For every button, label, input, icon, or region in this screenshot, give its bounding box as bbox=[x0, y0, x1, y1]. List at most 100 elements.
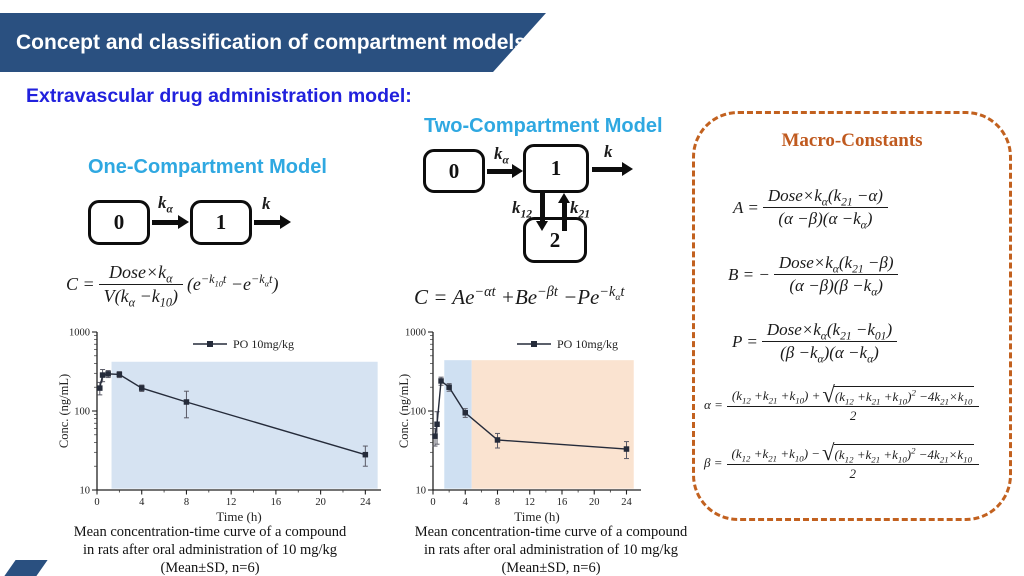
ka-label: kα bbox=[494, 144, 509, 167]
k12-arrow bbox=[540, 193, 545, 221]
denominator: (α −β)(β −kα) bbox=[773, 274, 899, 298]
compartment-box-0: 0 bbox=[88, 200, 150, 245]
subtitle: Extravascular drug administration model: bbox=[26, 85, 412, 107]
one-compartment-diagram: 0 kα 1 k bbox=[86, 193, 326, 254]
x-tick-label: 24 bbox=[360, 497, 371, 508]
numerator: Dose×kα(k21 −β) bbox=[778, 253, 894, 276]
compartment-box-2: 2 bbox=[523, 217, 587, 263]
data-point bbox=[462, 410, 468, 416]
legend-marker bbox=[207, 341, 213, 347]
data-point bbox=[183, 399, 190, 405]
equation-lhs: A = bbox=[733, 197, 759, 217]
x-tick-label: 4 bbox=[139, 497, 145, 508]
slide-title: Concept and classification of compartmen… bbox=[16, 31, 526, 54]
numerator: Dose×kα(k21 −k01) bbox=[766, 320, 893, 343]
square-root: √ (k12 +k21 +k10)2 −4k21×k10 bbox=[822, 382, 975, 407]
data-point bbox=[116, 371, 123, 378]
equation-lhs: β = bbox=[704, 455, 723, 470]
shaded-region bbox=[111, 361, 378, 489]
numerator: (k12 +k21 +k10) − √ (k12 +k21 +k10)2 −4k… bbox=[731, 440, 974, 465]
radical-sign: √ bbox=[822, 382, 835, 407]
equation-tail: (e−k10t −e−kαt) bbox=[186, 272, 279, 294]
y-tick-label: 10 bbox=[80, 486, 91, 497]
x-tick-label: 20 bbox=[589, 497, 600, 508]
shaded-region bbox=[444, 360, 472, 489]
denominator: 2 bbox=[726, 464, 979, 482]
data-point bbox=[362, 451, 369, 458]
caption-line: Mean concentration-time curve of a compo… bbox=[73, 524, 347, 540]
k-label: k bbox=[604, 142, 613, 161]
square-root: √ (k12 +k21 +k10)2 −4k21×k10 bbox=[822, 440, 974, 465]
absorption-arrow bbox=[152, 220, 178, 225]
legend-label: PO 10mg/kg bbox=[233, 337, 294, 351]
y-tick-label: 100 bbox=[74, 407, 90, 418]
equation-lhs: α = bbox=[704, 397, 723, 412]
caption-line: in rats after oral administration of 10 … bbox=[423, 541, 679, 558]
x-tick-label: 12 bbox=[226, 497, 237, 508]
equation-text: C = Ae−αt +Be−βt −Pe−kαt bbox=[414, 284, 625, 309]
radicand: (k12 +k21 +k10)2 −4k21×k10 bbox=[833, 444, 974, 465]
y-axis-title: Conc. (ng/mL) bbox=[57, 374, 71, 448]
data-point bbox=[432, 433, 438, 439]
k-label: k bbox=[262, 194, 271, 213]
one-compartment-equation: C = Dose×kα V(kα −k10) (e−k10t −e−kαt) bbox=[66, 262, 279, 309]
y-tick-label: 1000 bbox=[405, 328, 426, 339]
x-tick-label: 16 bbox=[271, 497, 282, 508]
macro-constants-panel: Macro-Constants A = Dose×kα(k21 −α) (α −… bbox=[692, 111, 1012, 521]
y-tick-label: 1000 bbox=[69, 328, 90, 339]
k21-arrow bbox=[562, 203, 567, 231]
k12-label: k12 bbox=[512, 198, 533, 221]
x-tick-label: 8 bbox=[184, 497, 189, 508]
two-compartment-equation: C = Ae−αt +Be−βt −Pe−kαt bbox=[414, 285, 624, 310]
k21-label: k21 bbox=[570, 198, 591, 221]
data-point bbox=[97, 385, 103, 391]
equation-lhs: B = − bbox=[728, 264, 770, 284]
shaded-region bbox=[471, 360, 634, 489]
macro-beta-equation: β = (k12 +k21 +k10) − √ (k12 +k21 +k10)2… bbox=[704, 440, 983, 482]
x-axis-title: Time (h) bbox=[216, 509, 261, 524]
two-compartment-heading: Two-Compartment Model bbox=[424, 115, 663, 137]
macro-P-equation: P = Dose×kα(k21 −k01) (β −kα)(α −kα) bbox=[732, 320, 901, 365]
absorption-arrow bbox=[487, 169, 512, 174]
data-point bbox=[494, 437, 501, 443]
x-tick-label: 8 bbox=[495, 497, 500, 508]
fraction: Dose×kα V(kα −k10) bbox=[98, 262, 183, 309]
fraction: Dose×kα(k21 −k01) (β −kα)(α −kα) bbox=[761, 320, 898, 365]
one-compartment-caption: Mean concentration-time curve of a compo… bbox=[30, 524, 390, 576]
x-tick-label: 20 bbox=[315, 497, 326, 508]
radical-sign: √ bbox=[822, 440, 835, 465]
x-tick-label: 4 bbox=[463, 497, 469, 508]
denominator: 2 bbox=[726, 406, 980, 424]
data-point bbox=[434, 421, 440, 427]
macro-B-equation: B = − Dose×kα(k21 −β) (α −β)(β −kα) bbox=[728, 253, 902, 298]
numerator: Dose×kα bbox=[109, 262, 173, 286]
data-point bbox=[446, 384, 452, 390]
data-point bbox=[438, 378, 444, 384]
denominator: V(kα −k10) bbox=[98, 284, 183, 309]
data-point bbox=[138, 385, 145, 391]
equation-lhs: P = bbox=[732, 331, 758, 351]
legend-marker bbox=[531, 341, 537, 347]
x-tick-label: 0 bbox=[94, 497, 99, 508]
radicand: (k12 +k21 +k10)2 −4k21×k10 bbox=[833, 386, 975, 407]
x-tick-label: 16 bbox=[557, 497, 568, 508]
y-tick-label: 10 bbox=[416, 486, 427, 497]
y-axis-title: Conc. (ng/mL) bbox=[397, 374, 411, 448]
compartment-box-0: 0 bbox=[423, 149, 485, 193]
compartment-box-1: 1 bbox=[523, 144, 589, 193]
denominator: (β −kα)(α −kα) bbox=[761, 341, 898, 365]
legend-label: PO 10mg/kg bbox=[557, 337, 618, 351]
numerator: Dose×kα(k21 −α) bbox=[767, 186, 883, 209]
equation-lhs: C = bbox=[66, 274, 95, 294]
ka-label: kα bbox=[158, 193, 173, 216]
compartment-box-1: 1 bbox=[190, 200, 252, 245]
two-compartment-caption: Mean concentration-time curve of a compo… bbox=[398, 524, 704, 576]
fraction: (k12 +k21 +k10) + √ (k12 +k21 +k10)2 −4k… bbox=[726, 382, 980, 424]
caption-line: Mean concentration-time curve of a compo… bbox=[414, 524, 688, 540]
x-tick-label: 24 bbox=[621, 497, 632, 508]
macro-alpha-equation: α = (k12 +k21 +k10) + √ (k12 +k21 +k10)2… bbox=[704, 382, 983, 424]
elimination-arrow bbox=[254, 220, 280, 225]
